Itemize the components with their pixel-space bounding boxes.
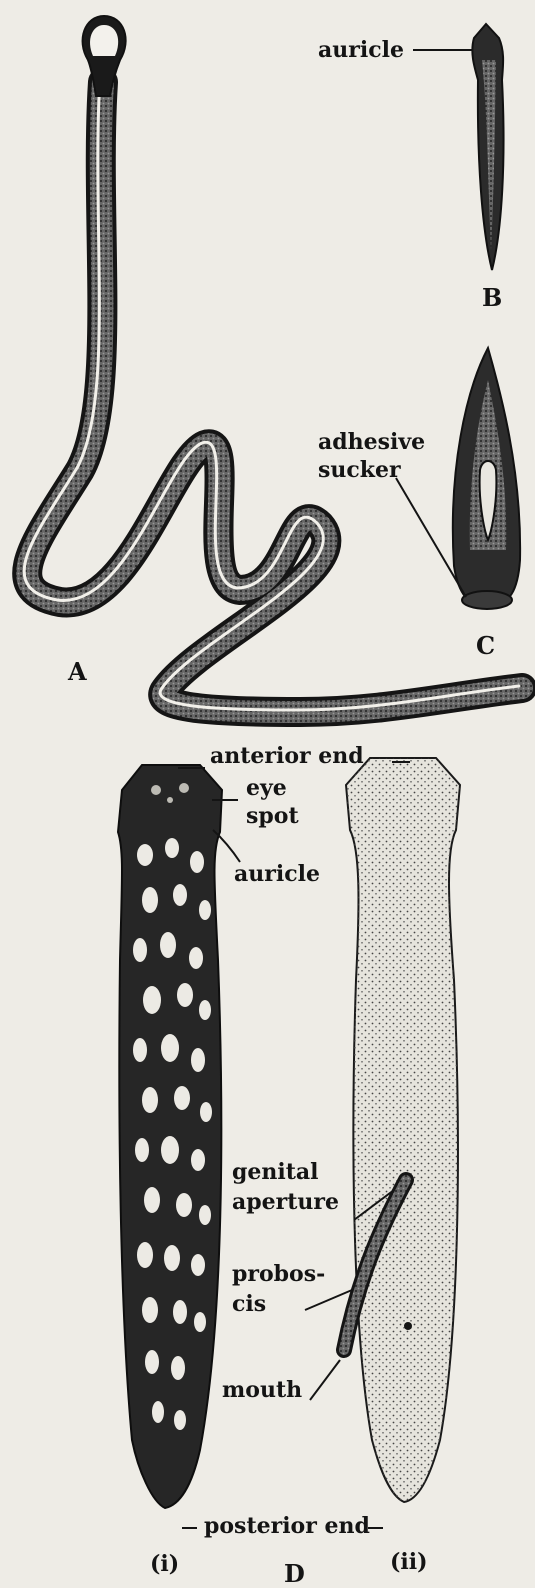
label-letter-b: B: [482, 286, 502, 310]
label-letter-d: D: [284, 1562, 305, 1586]
label-anterior-end: anterior end: [210, 744, 364, 768]
adhesive-sucker-shape: [462, 591, 512, 609]
label-cis: cis: [232, 1292, 266, 1316]
label-genital: genital: [232, 1160, 319, 1184]
label-aperture: aperture: [232, 1190, 339, 1214]
worm-a: [24, 16, 522, 712]
label-view-i: (i): [150, 1552, 179, 1576]
label-letter-a: A: [68, 660, 87, 684]
worm-d-ii-stipple: [346, 758, 460, 1502]
label-mouth: mouth: [222, 1378, 302, 1402]
label-letter-c: C: [476, 634, 495, 658]
label-eye: eye: [246, 776, 287, 800]
proboscis-pointer: [305, 1290, 352, 1310]
label-posterior-end: posterior end: [204, 1514, 370, 1538]
worm-d-ii: [344, 758, 460, 1502]
label-spot: spot: [246, 804, 299, 828]
worm-c: [396, 348, 520, 609]
label-adhesive: adhesive: [318, 430, 425, 454]
label-auricle-d: auricle: [234, 862, 320, 886]
worm-b: [413, 24, 504, 270]
label-auricle-b: auricle: [318, 38, 404, 62]
genital-aperture-dot: [404, 1322, 412, 1330]
label-probos: probos-: [232, 1262, 325, 1286]
label-sucker: sucker: [318, 458, 401, 482]
label-view-ii: (ii): [390, 1550, 428, 1574]
worm-a-head-inner: [90, 25, 118, 56]
worm-d-i: [118, 765, 222, 1508]
mouth-pointer: [310, 1360, 340, 1400]
